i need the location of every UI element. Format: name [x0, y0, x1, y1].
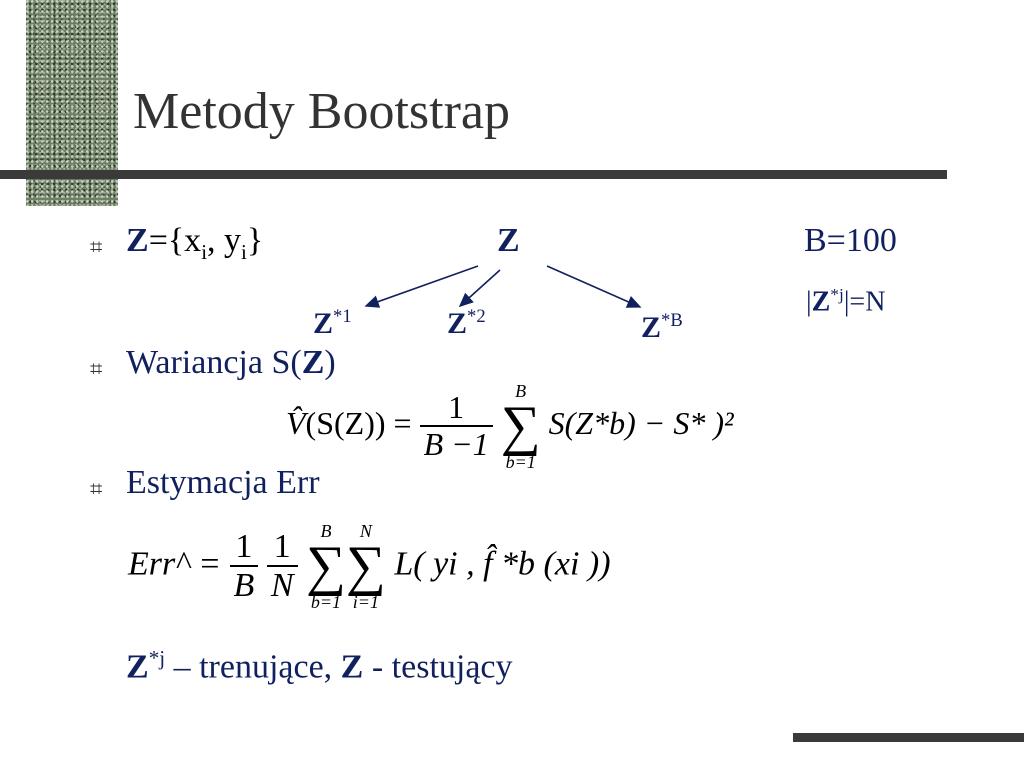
bullet-1-text: Z={xi, yi} [126, 222, 264, 264]
tree-child-1: Z*1 [313, 306, 352, 340]
train-test-note: Z*j – trenujące, Z - testujący [126, 646, 513, 686]
bullet-2-text: Wariancja S(Z) [126, 344, 336, 381]
z-size-label: |Z*j|=N [806, 285, 886, 318]
title-divider [0, 170, 947, 179]
variance-sum: B∑b=1 [500, 381, 541, 473]
tree-child-b: Z*B [641, 310, 683, 344]
b-value: B=100 [804, 222, 897, 259]
bullet-square-hash-icon: ⌗ [90, 356, 103, 381]
err-sum-1: B∑b=1 [306, 521, 346, 613]
tree-root: Z [497, 222, 520, 259]
tree-child-2: Z*2 [447, 306, 486, 340]
arrow-to-z2 [458, 269, 501, 308]
bullet-3-text: Estymacja Err [126, 464, 320, 501]
slide-title: Metody Bootstrap [133, 83, 510, 140]
footer-divider [793, 733, 1024, 742]
arrow-to-zb [546, 265, 642, 308]
bullet-square-hash-icon: ⌗ [90, 234, 103, 259]
err-sum-2: N∑i=1 [345, 521, 386, 613]
bullet-square-hash-icon: ⌗ [90, 476, 103, 501]
arrow-to-z1 [364, 265, 479, 308]
